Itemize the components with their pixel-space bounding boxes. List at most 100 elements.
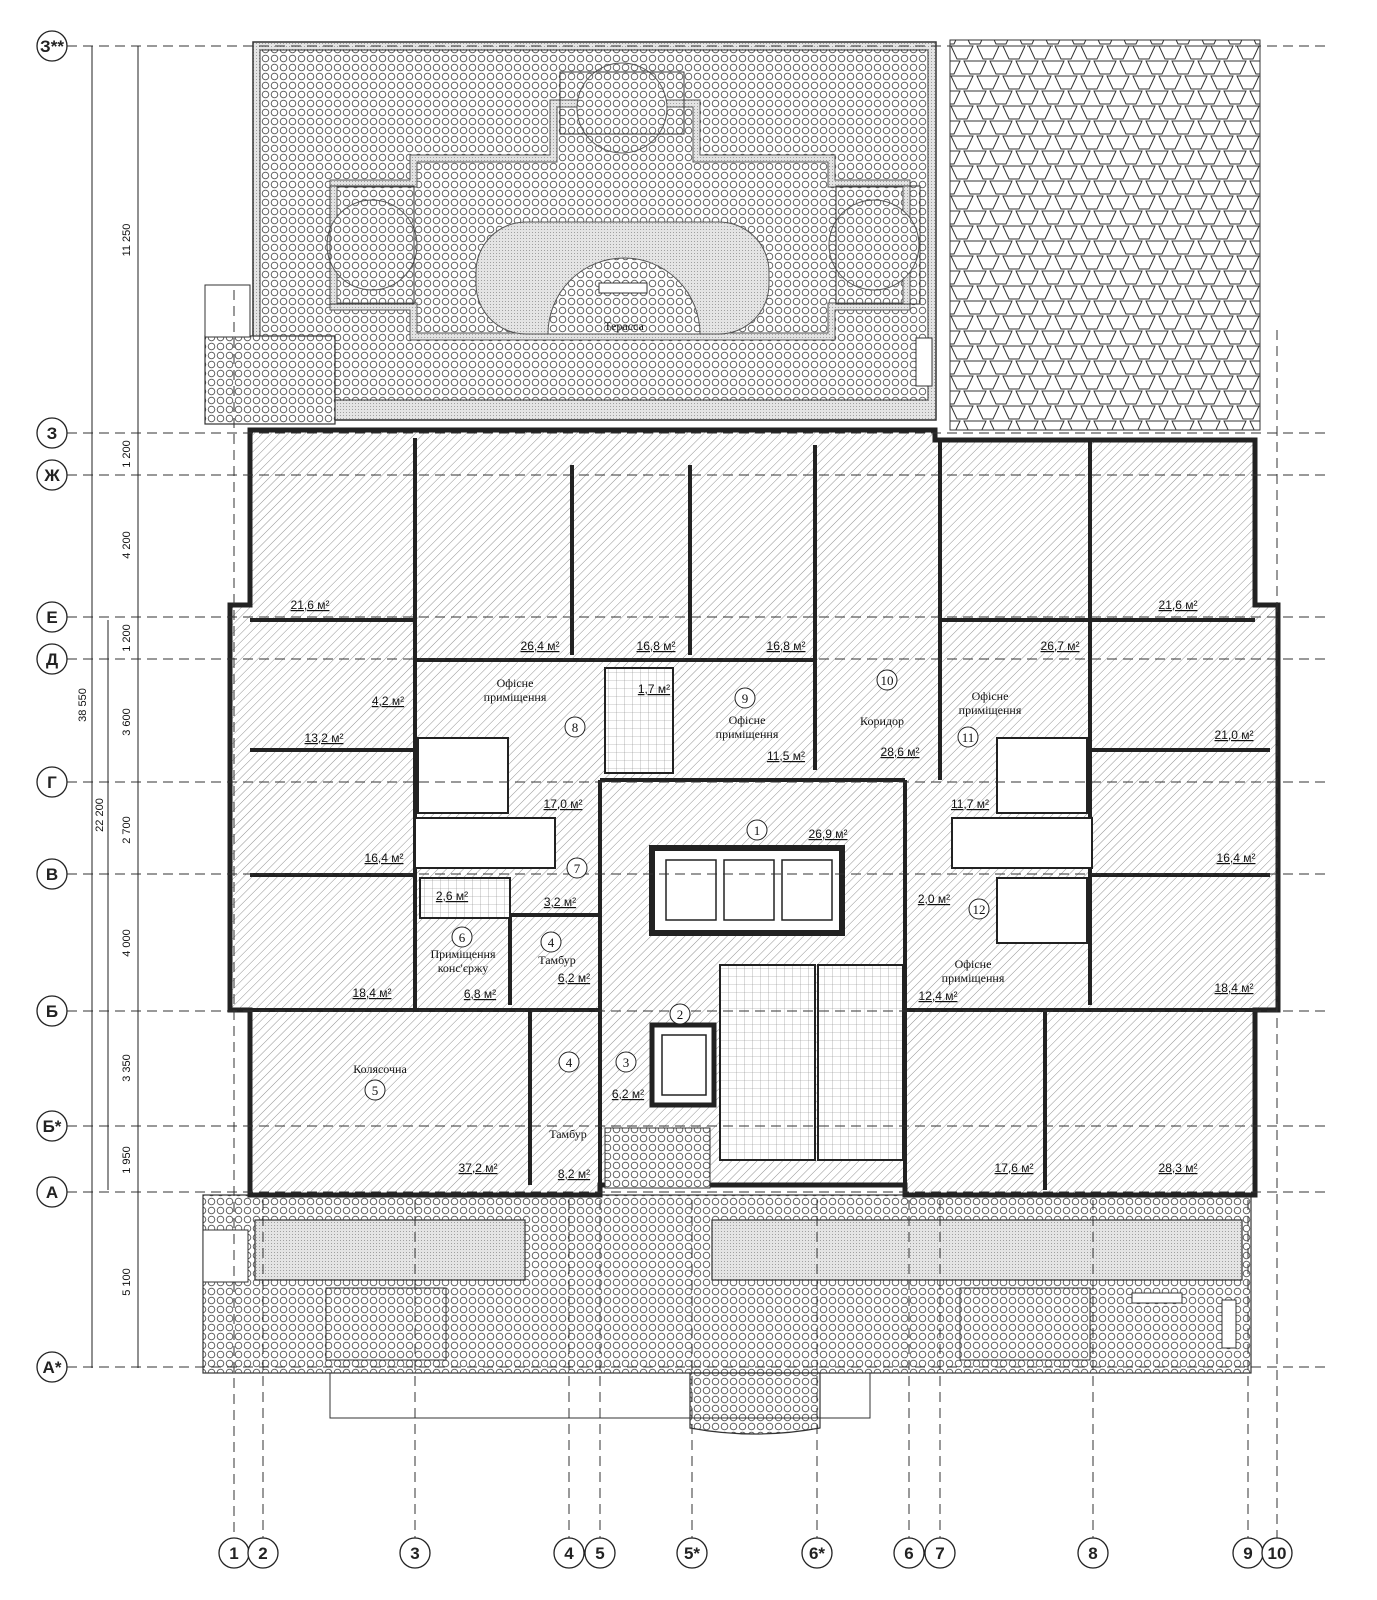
room-number: 1 <box>754 823 761 838</box>
area-label: 12,4 м² <box>919 989 958 1003</box>
axis-label-v-11: 10 <box>1268 1544 1287 1563</box>
axis-bubble-h-8: Б* <box>36 1110 68 1142</box>
axis-label-v-10: 9 <box>1243 1544 1252 1563</box>
axis-bubble-v-0: 1 <box>218 1537 250 1569</box>
room-name: Офісне приміщення <box>958 689 1022 717</box>
axis-label-h-6: В <box>46 865 58 884</box>
area-label: 8,2 м² <box>558 1167 590 1181</box>
room-number: 4 <box>566 1055 573 1070</box>
axis-label-h-3: Е <box>46 608 57 627</box>
axis-label-v-8: 7 <box>935 1544 944 1563</box>
vertical-gridlines <box>233 290 1278 1538</box>
axis-bubble-v-7: 6 <box>893 1537 925 1569</box>
dimension-middle: 22 200 <box>94 798 106 832</box>
axis-label-v-7: 6 <box>904 1544 913 1563</box>
axis-label-v-4: 5 <box>595 1544 604 1563</box>
area-label: 18,4 м² <box>1215 981 1254 995</box>
vestibule-south: Тамбур <box>549 1127 587 1141</box>
room-name: Колясочна <box>353 1062 407 1076</box>
dimension-1950: 1 950 <box>121 1146 133 1174</box>
room-name: Офісне приміщення <box>941 957 1005 985</box>
room-name: Приміщення конс'єржу <box>430 947 496 975</box>
axis-label-h-0: З** <box>40 37 64 56</box>
room-name: Тамбур <box>549 1127 587 1141</box>
room-7: 7 <box>566 857 588 879</box>
area-label: 17,0 м² <box>544 797 583 811</box>
room-11: Офісне приміщення 11 <box>957 689 1022 748</box>
axis-label-h-1: З <box>47 424 58 443</box>
axis-bubble-v-1: 2 <box>247 1537 279 1569</box>
room-number: 9 <box>742 691 749 706</box>
interior-walls <box>250 438 1270 1190</box>
axis-label-v-3: 4 <box>564 1544 574 1563</box>
area-label: 11,7 м² <box>951 797 989 811</box>
area-label: 28,6 м² <box>881 745 920 759</box>
axis-bubble-v-11: 10 <box>1261 1537 1293 1569</box>
axis-bubble-h-4: Д <box>36 643 68 675</box>
axis-bubble-h-3: Е <box>36 601 68 633</box>
area-label: 2,6 м² <box>436 889 468 903</box>
axis-bubble-v-2: 3 <box>399 1537 431 1569</box>
room-number: 8 <box>572 720 579 735</box>
room-name: Офісне приміщення <box>483 676 547 704</box>
area-label: 16,8 м² <box>637 639 676 653</box>
terrace-label: Терасса <box>604 319 644 333</box>
axis-label-h-10: А* <box>43 1358 62 1377</box>
dimension-1200-b: 1 200 <box>121 624 133 652</box>
axis-bubble-v-8: 7 <box>924 1537 956 1569</box>
axis-label-v-2: 3 <box>410 1544 419 1563</box>
area-label: 13,2 м² <box>305 731 344 745</box>
axis-label-v-5: 5* <box>684 1544 700 1563</box>
area-label: 26,7 м² <box>1041 639 1080 653</box>
south-entrance-area <box>202 1194 1252 1435</box>
room-number: 11 <box>962 730 975 745</box>
room-3: 3 <box>615 1051 637 1073</box>
area-label: 18,4 м² <box>353 986 392 1000</box>
axis-bubble-v-6: 6* <box>801 1537 833 1569</box>
area-label: 37,2 м² <box>459 1161 498 1175</box>
axis-bubble-h-0: З** <box>36 30 68 62</box>
axis-bubble-h-10: А* <box>36 1351 68 1383</box>
axis-bubble-v-10: 9 <box>1232 1537 1264 1569</box>
room-name: Офісне приміщення <box>715 713 779 741</box>
axis-label-v-1: 2 <box>258 1544 267 1563</box>
axis-label-v-0: 1 <box>229 1544 238 1563</box>
area-label: 26,4 м² <box>521 639 560 653</box>
axis-label-h-9: А <box>46 1183 58 1202</box>
west-landing <box>204 284 336 425</box>
dimension-1200-a: 1 200 <box>121 440 133 468</box>
area-label: 1,7 м² <box>638 682 670 696</box>
area-label: 21,6 м² <box>1159 598 1198 612</box>
horizontal-gridlines <box>67 45 1330 1368</box>
area-label: 28,3 м² <box>1159 1161 1198 1175</box>
axis-label-h-7: Б <box>46 1002 58 1021</box>
axis-bubble-h-9: А <box>36 1176 68 1208</box>
room-8: Офісне приміщення 8 <box>483 676 586 738</box>
room-number: 4 <box>548 935 555 950</box>
axis-label-v-6: 6* <box>809 1544 825 1563</box>
room-number: 12 <box>973 902 986 917</box>
axis-label-h-8: Б* <box>43 1117 62 1136</box>
room-4-lower: 4 <box>558 1051 580 1073</box>
room-number: 2 <box>677 1007 684 1022</box>
room-name: Тамбур <box>538 953 576 967</box>
axis-label-v-9: 8 <box>1088 1544 1097 1563</box>
axis-bubble-v-4: 5 <box>584 1537 616 1569</box>
area-label: 17,6 м² <box>995 1161 1034 1175</box>
dimension-4200: 4 200 <box>121 531 133 559</box>
area-label: 16,8 м² <box>767 639 806 653</box>
axis-label-h-5: Г <box>47 773 57 792</box>
area-label: 3,2 м² <box>544 895 576 909</box>
room-number: 3 <box>623 1055 630 1070</box>
room-2: 2 <box>669 1003 691 1025</box>
axis-bubble-h-6: В <box>36 858 68 890</box>
area-label: 6,2 м² <box>558 971 590 985</box>
axis-bubble-h-1: З <box>36 417 68 449</box>
dimension-total: 38 550 <box>77 688 89 722</box>
area-label: 16,4 м² <box>365 851 404 865</box>
room-name: Коридор <box>860 714 904 728</box>
